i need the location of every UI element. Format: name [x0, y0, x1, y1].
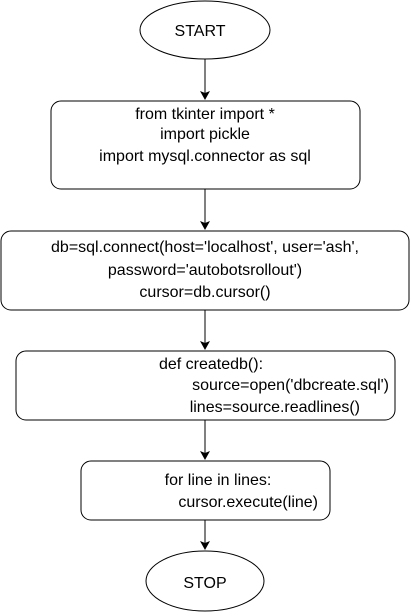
imports-line-3: import mysql.connector as sql	[99, 148, 311, 165]
createdb-line-2: source=open('dbcreate.sql')	[192, 377, 389, 394]
createdb-line-3: lines=source.readlines()	[190, 399, 360, 416]
connect-line-3: cursor=db.cursor()	[139, 284, 270, 301]
loop-process-box: for line in lines: cursor.execute(line)	[80, 460, 331, 521]
stop-label: STOP	[183, 575, 226, 592]
loop-line-1: for line in lines:	[165, 472, 272, 489]
connect-process-box: db=sql.connect(host='localhost', user='a…	[0, 230, 410, 311]
imports-line-1: from tkinter import *	[135, 106, 275, 123]
connect-line-1: db=sql.connect(host='localhost', user='a…	[51, 239, 359, 256]
start-node: START	[139, 0, 271, 60]
imports-line-2: import pickle	[160, 126, 250, 143]
stop-node: STOP	[145, 550, 265, 612]
createdb-line-1: def createdb():	[159, 356, 263, 373]
start-label: START	[175, 23, 226, 40]
loop-line-2: cursor.execute(line)	[178, 494, 318, 511]
imports-process-box: from tkinter import * import pickle impo…	[50, 100, 361, 190]
createdb-process-box: def createdb(): source=open('dbcreate.sq…	[15, 350, 396, 421]
connect-line-2: password='autobotsrollout')	[108, 262, 302, 279]
